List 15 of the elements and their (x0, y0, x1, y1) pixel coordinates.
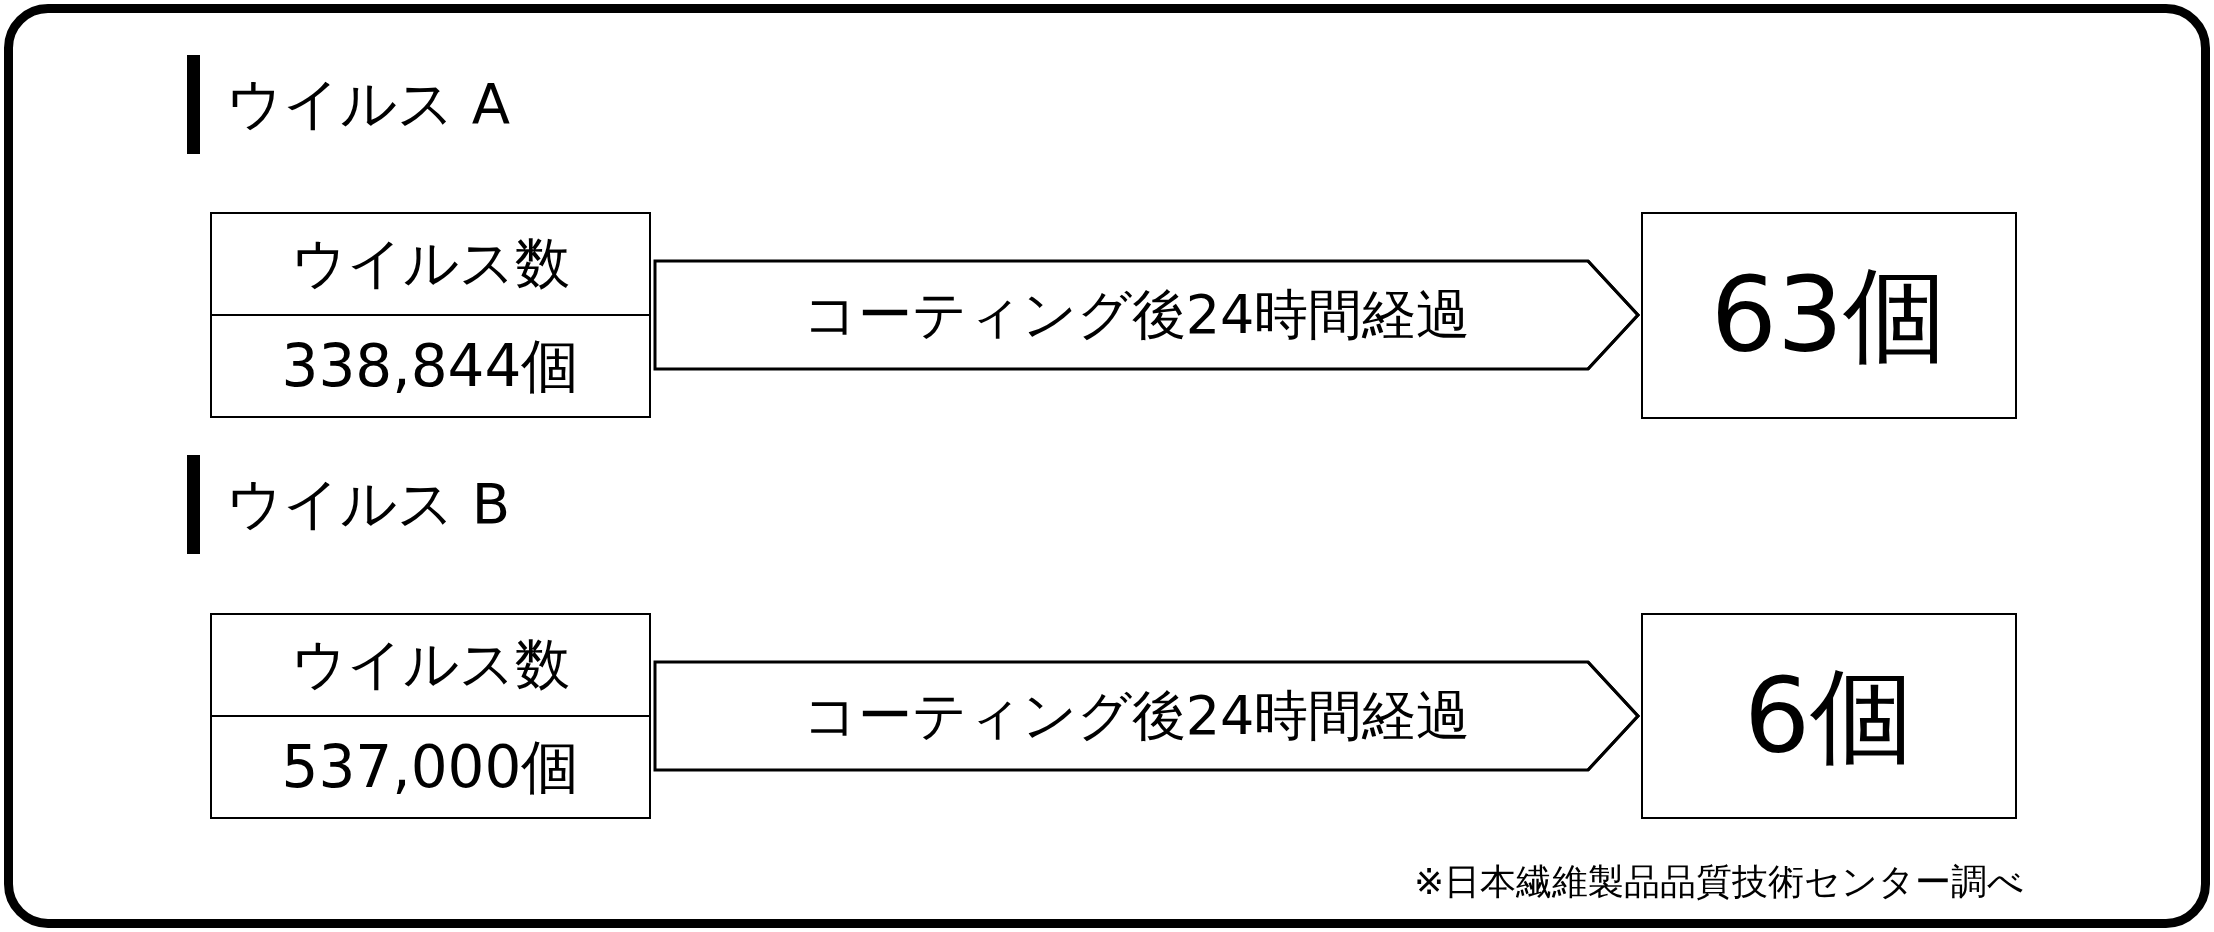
result-box (1641, 212, 2017, 419)
count-table (210, 212, 651, 418)
count-table (210, 613, 651, 819)
block-arrow (653, 660, 1641, 772)
count-heading: ウイルス数 (291, 633, 570, 697)
result-value: 63個 (1710, 258, 1948, 373)
result-box (1641, 613, 2017, 819)
count-heading: ウイルス数 (291, 232, 570, 296)
source-note: ※日本繊維製品品質技術センター調べ (1414, 860, 2025, 904)
count-value: 537,000個 (281, 733, 580, 801)
count-value: 338,844個 (281, 332, 580, 400)
section-heading: ウイルス A (226, 72, 511, 137)
block-arrow (653, 259, 1641, 371)
section-heading: ウイルス B (226, 472, 511, 537)
result-value: 6個 (1743, 658, 1915, 774)
